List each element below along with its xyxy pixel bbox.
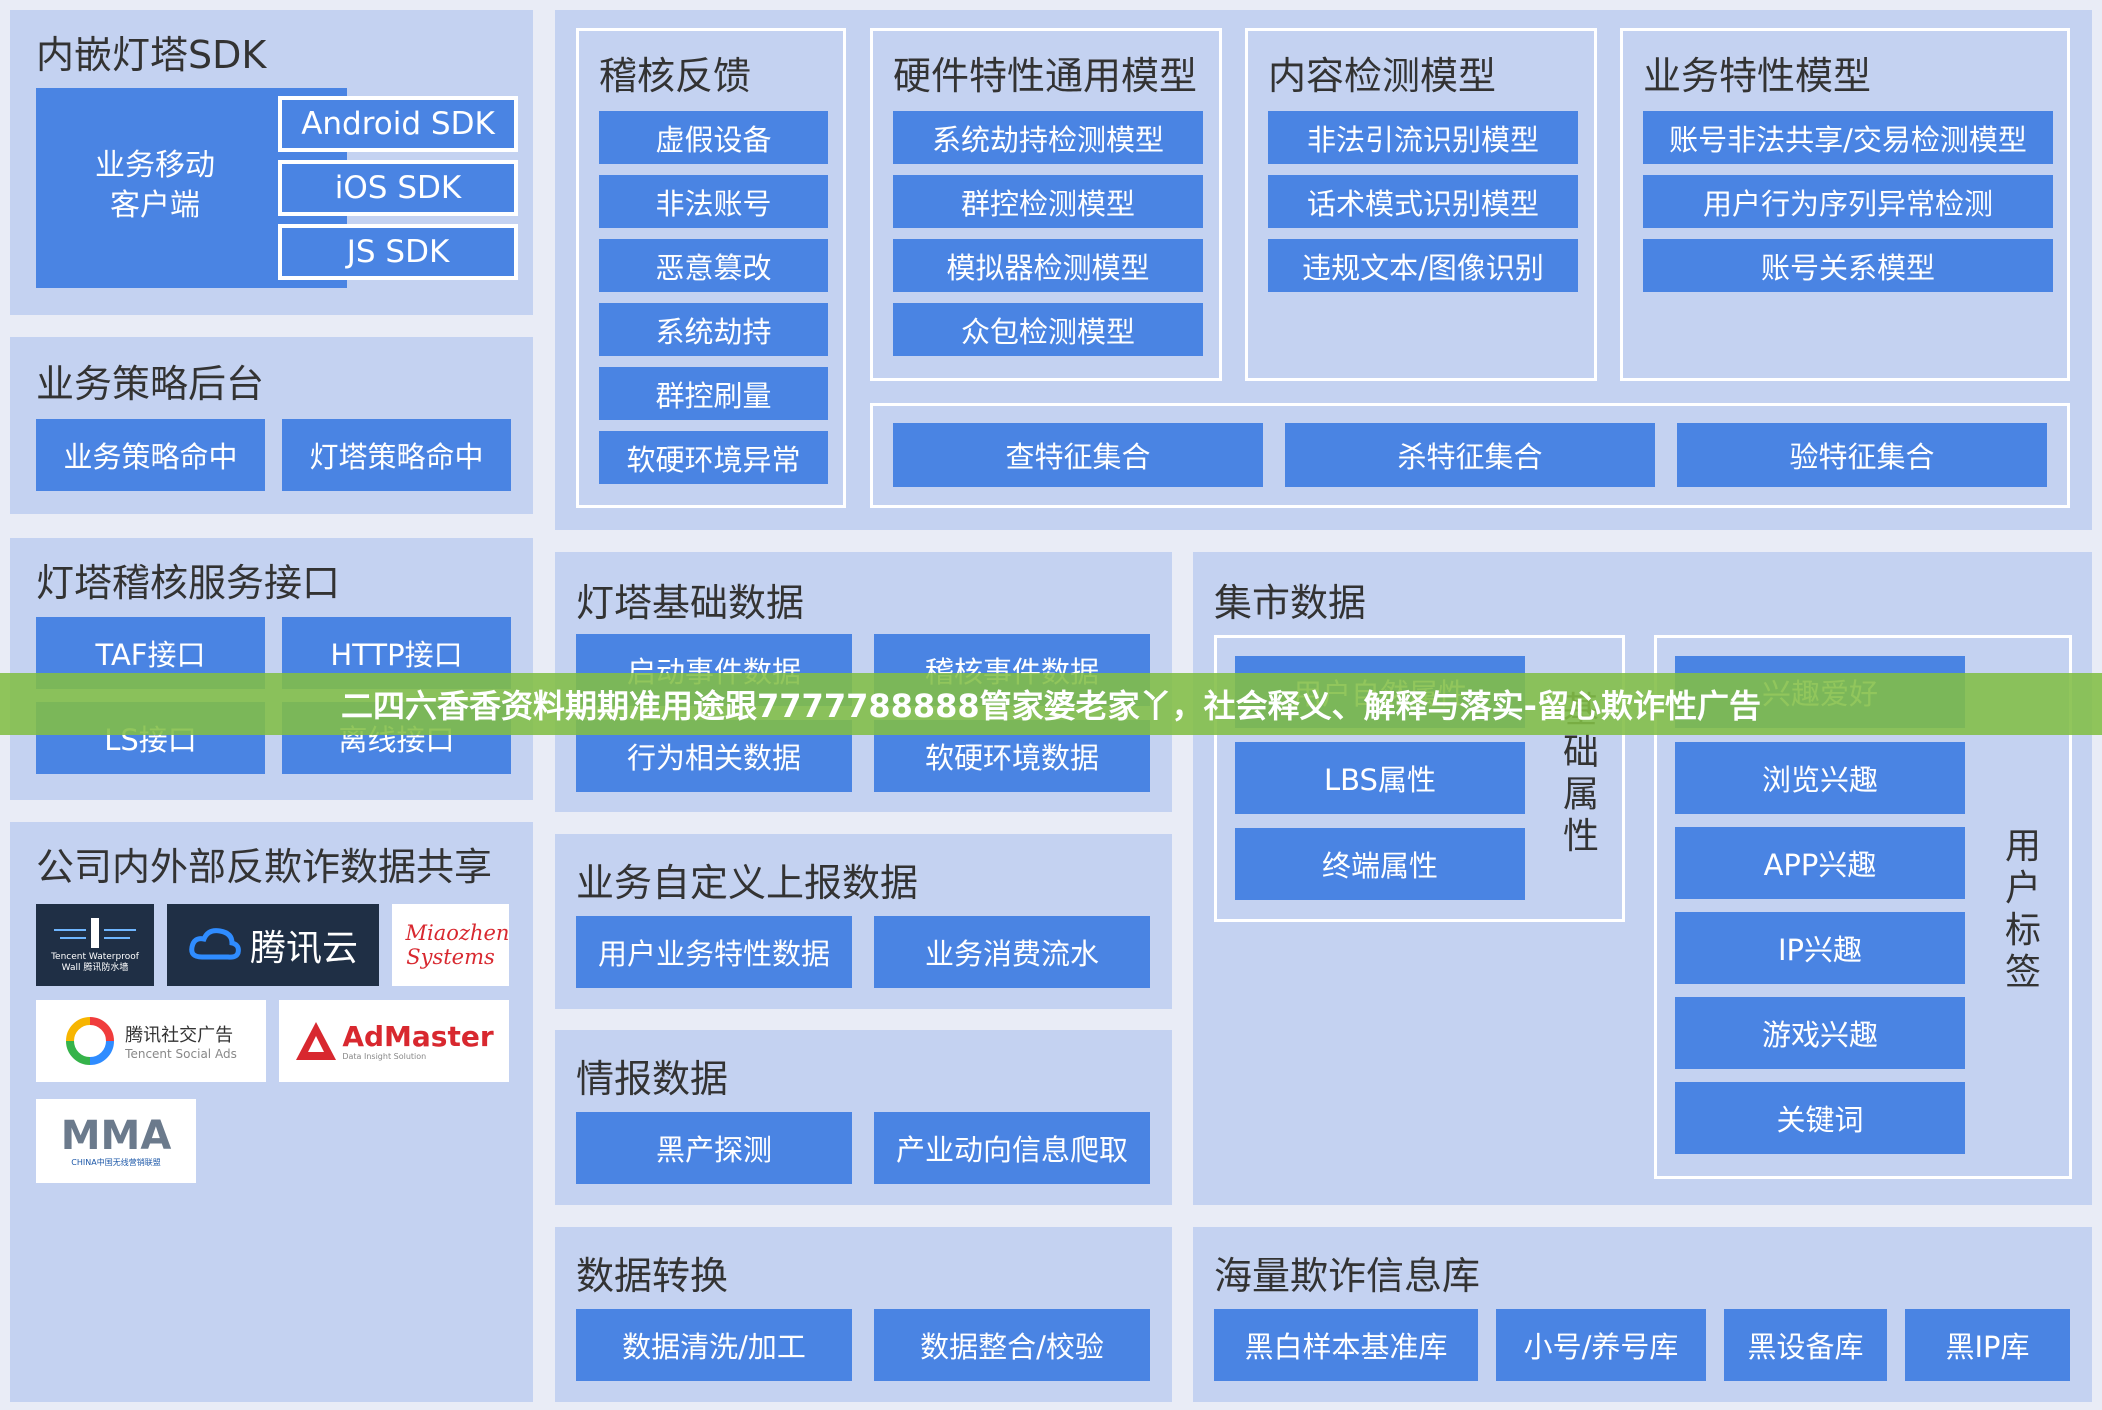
interface-panel: 灯塔稽核服务接口 TAF接口 HTTP接口 LS接口 离线接口 xyxy=(10,538,533,800)
intel-panel: 情报数据 黑产探测 产业动向信息爬取 xyxy=(555,1030,1172,1205)
audit-item[interactable]: 虚假设备 xyxy=(599,111,828,164)
custom-report-item[interactable]: 业务消费流水 xyxy=(874,916,1150,988)
user-tag-item[interactable]: 关键词 xyxy=(1675,1082,1965,1154)
hardware-model-item[interactable]: 系统劫持检测模型 xyxy=(893,111,1203,164)
user-tag-box: 兴趣爱好 浏览兴趣 APP兴趣 IP兴趣 游戏兴趣 关键词 用户标签 xyxy=(1654,635,2072,1179)
js-sdk[interactable]: JS SDK xyxy=(278,224,518,280)
intel-item[interactable]: 黑产探测 xyxy=(576,1112,852,1184)
market-data-title: 集市数据 xyxy=(1214,581,1367,625)
intel-title: 情报数据 xyxy=(576,1057,729,1101)
business-model-title: 业务特性模型 xyxy=(1643,54,1872,98)
market-data-panel: 集市数据 用户自然属性 LBS属性 终端属性 基础属性 兴趣爱好 浏览兴趣 AP… xyxy=(1193,552,2092,1205)
tencent-social-ads-logo: 腾讯社交广告 Tencent Social Ads xyxy=(36,1000,266,1082)
fraud-db-item[interactable]: 黑白样本基准库 xyxy=(1214,1309,1478,1381)
user-tag-item[interactable]: 游戏兴趣 xyxy=(1675,997,1965,1069)
business-model-item[interactable]: 用户行为序列异常检测 xyxy=(1643,175,2053,228)
hardware-model-item[interactable]: 模拟器检测模型 xyxy=(893,239,1203,292)
strategy-title: 业务策略后台 xyxy=(36,362,265,406)
custom-report-title: 业务自定义上报数据 xyxy=(576,861,919,905)
models-panel: 稽核反馈 虚假设备 非法账号 恶意篡改 系统劫持 群控刷量 软硬环境异常 硬件特… xyxy=(555,10,2092,530)
business-strategy-hit[interactable]: 业务策略命中 xyxy=(36,419,265,491)
overlay-banner[interactable]: 二四六香香资料期期准用途跟7777788888管家婆老家丫，社会释义、解释与落实… xyxy=(0,673,2102,735)
social-ads-textgroup: 腾讯社交广告 Tencent Social Ads xyxy=(125,1021,237,1061)
content-model-box: 内容检测模型 非法引流识别模型 话术模式识别模型 违规文本/图像识别 xyxy=(1245,28,1597,381)
waterproof-wall-text: Tencent Waterproof Wall 腾讯防水墙 xyxy=(51,952,139,973)
convert-item[interactable]: 数据整合/校验 xyxy=(874,1309,1150,1381)
beacon-strategy-hit[interactable]: 灯塔策略命中 xyxy=(282,419,511,491)
audit-title: 稽核反馈 xyxy=(599,54,752,98)
mma-logo: MMA CHINA中国无线营销联盟 xyxy=(36,1099,196,1183)
mma-text: MMA xyxy=(60,1112,172,1159)
check-feature-set[interactable]: 查特征集合 xyxy=(893,423,1263,487)
mma-sub: CHINA中国无线营销联盟 xyxy=(71,1157,161,1167)
hardware-model-item[interactable]: 众包检测模型 xyxy=(893,303,1203,356)
custom-report-item[interactable]: 用户业务特性数据 xyxy=(576,916,852,988)
convert-panel: 数据转换 数据清洗/加工 数据整合/校验 xyxy=(555,1227,1172,1402)
waterproof-wall-icon xyxy=(54,918,136,948)
sharing-panel: 公司内外部反欺诈数据共享 Tencent Waterproof Wall 腾讯防… xyxy=(10,822,533,1402)
admaster-logo: AdMaster Data Insight Solution xyxy=(279,1000,509,1082)
social-ads-en: Tencent Social Ads xyxy=(125,1047,237,1061)
social-ads-cn: 腾讯社交广告 xyxy=(125,1025,234,1046)
admaster-icon xyxy=(296,1022,337,1060)
content-model-item[interactable]: 违规文本/图像识别 xyxy=(1268,239,1578,292)
interface-title: 灯塔稽核服务接口 xyxy=(36,561,341,605)
miaozhen-logo: Miaozhen Systems xyxy=(392,904,509,986)
miaozhen-text: Miaozhen Systems xyxy=(405,921,510,969)
fraud-db-item[interactable]: 小号/养号库 xyxy=(1496,1309,1706,1381)
user-tag-item[interactable]: APP兴趣 xyxy=(1675,827,1965,899)
fraud-db-item[interactable]: 黑设备库 xyxy=(1724,1309,1887,1381)
audit-box: 稽核反馈 虚假设备 非法账号 恶意篡改 系统劫持 群控刷量 软硬环境异常 xyxy=(576,28,846,508)
fraud-db-panel: 海量欺诈信息库 黑白样本基准库 小号/养号库 黑设备库 黑IP库 xyxy=(1193,1227,2092,1402)
waterproof-wall-logo: Tencent Waterproof Wall 腾讯防水墙 xyxy=(36,904,154,986)
content-model-item[interactable]: 非法引流识别模型 xyxy=(1268,111,1578,164)
sdk-title: 内嵌灯塔SDK xyxy=(36,33,267,77)
content-model-title: 内容检测模型 xyxy=(1268,54,1497,98)
base-data-title: 灯塔基础数据 xyxy=(576,581,805,625)
fraud-db-title: 海量欺诈信息库 xyxy=(1214,1254,1481,1298)
audit-item[interactable]: 恶意篡改 xyxy=(599,239,828,292)
hardware-model-title: 硬件特性通用模型 xyxy=(893,54,1198,98)
fraud-db-item[interactable]: 黑IP库 xyxy=(1905,1309,2070,1381)
sdk-panel: 内嵌灯塔SDK 业务移动 客户端 Android SDK iOS SDK JS … xyxy=(10,10,533,315)
ios-sdk[interactable]: iOS SDK xyxy=(278,160,518,216)
social-ads-icon xyxy=(66,1017,115,1065)
strategy-panel: 业务策略后台 业务策略命中 灯塔策略命中 xyxy=(10,337,533,514)
feature-set-box: 查特征集合 杀特征集合 验特征集合 xyxy=(870,403,2070,508)
audit-item[interactable]: 系统劫持 xyxy=(599,303,828,356)
content-model-item[interactable]: 话术模式识别模型 xyxy=(1268,175,1578,228)
admaster-text: AdMaster xyxy=(342,1019,494,1053)
verify-feature-set[interactable]: 验特征集合 xyxy=(1677,423,2047,487)
custom-report-panel: 业务自定义上报数据 用户业务特性数据 业务消费流水 xyxy=(555,834,1172,1009)
admaster-textgroup: AdMaster Data Insight Solution xyxy=(342,1019,494,1061)
audit-item[interactable]: 软硬环境异常 xyxy=(599,431,828,484)
kill-feature-set[interactable]: 杀特征集合 xyxy=(1285,423,1655,487)
user-tag-label: 用户标签 xyxy=(2004,826,2041,993)
tencent-cloud-text: 腾讯云 xyxy=(249,928,358,969)
business-model-item[interactable]: 账号关系模型 xyxy=(1643,239,2053,292)
admaster-sub: Data Insight Solution xyxy=(342,1051,427,1061)
sharing-title: 公司内外部反欺诈数据共享 xyxy=(36,845,493,889)
basic-attribute-item[interactable]: 终端属性 xyxy=(1235,828,1525,900)
tencent-cloud-logo: 腾讯云 xyxy=(167,904,379,986)
hardware-model-box: 硬件特性通用模型 系统劫持检测模型 群控检测模型 模拟器检测模型 众包检测模型 xyxy=(870,28,1222,381)
mobile-client-label: 业务移动 客户端 xyxy=(95,148,215,223)
user-tag-item[interactable]: IP兴趣 xyxy=(1675,912,1965,984)
convert-item[interactable]: 数据清洗/加工 xyxy=(576,1309,852,1381)
business-model-box: 业务特性模型 账号非法共享/交易检测模型 用户行为序列异常检测 账号关系模型 xyxy=(1620,28,2070,381)
convert-title: 数据转换 xyxy=(576,1254,729,1298)
cloud-icon xyxy=(189,928,241,960)
intel-item[interactable]: 产业动向信息爬取 xyxy=(874,1112,1150,1184)
basic-attribute-item[interactable]: LBS属性 xyxy=(1235,742,1525,814)
business-model-item[interactable]: 账号非法共享/交易检测模型 xyxy=(1643,111,2053,164)
hardware-model-item[interactable]: 群控检测模型 xyxy=(893,175,1203,228)
user-tag-item[interactable]: 浏览兴趣 xyxy=(1675,742,1965,814)
android-sdk[interactable]: Android SDK xyxy=(278,96,518,152)
audit-item[interactable]: 非法账号 xyxy=(599,175,828,228)
audit-item[interactable]: 群控刷量 xyxy=(599,367,828,420)
